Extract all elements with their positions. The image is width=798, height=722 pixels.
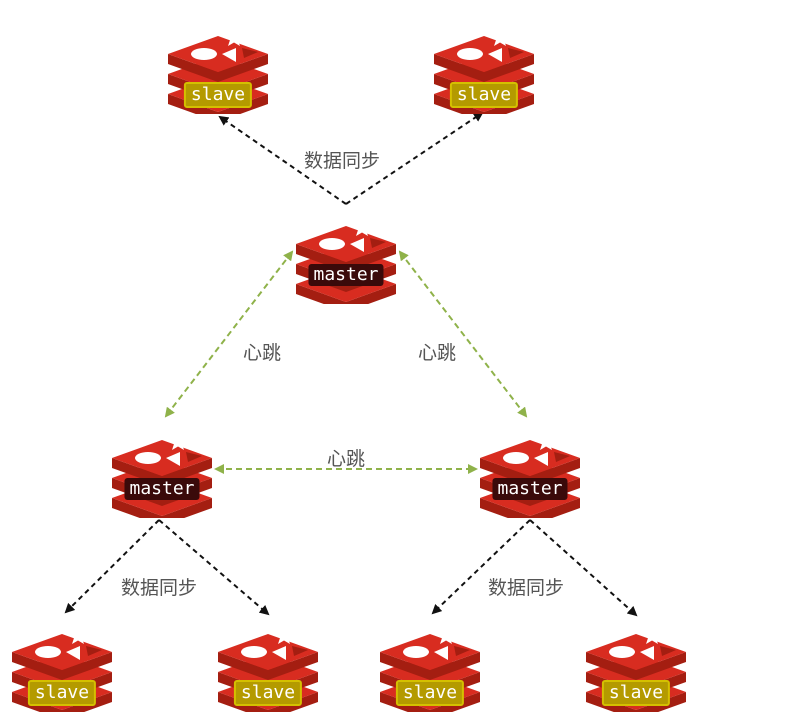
sync-label-bottom-right: 数据同步 (488, 577, 565, 599)
sync-edge-left-1 (64, 519, 160, 614)
heartbeat-label-right: 心跳 (418, 342, 457, 364)
redis-icon (480, 434, 580, 518)
slave-node-top-left[interactable]: slave (164, 18, 272, 114)
node-label: slave (601, 680, 671, 706)
sync-label-bottom-left: 数据同步 (121, 577, 198, 599)
master-node-top[interactable]: master (292, 208, 400, 304)
slave-node-top-right[interactable]: slave (430, 18, 538, 114)
slave-node-bottom-2[interactable]: slave (214, 616, 322, 712)
slave-node-bottom-1[interactable]: slave (8, 616, 116, 712)
node-label: master (308, 264, 384, 286)
node-label: slave (27, 680, 97, 706)
node-label: slave (395, 680, 465, 706)
node-label: slave (183, 82, 253, 108)
node-label: master (124, 478, 200, 500)
slave-node-bottom-4[interactable]: slave (582, 616, 690, 712)
node-label: master (492, 478, 568, 500)
redis-icon (296, 220, 396, 304)
heartbeat-label-left: 心跳 (243, 342, 282, 364)
node-label: slave (233, 680, 303, 706)
heartbeat-edge-top-left (164, 250, 294, 418)
slave-node-bottom-3[interactable]: slave (376, 616, 484, 712)
sync-edge-right-2 (529, 519, 638, 617)
sync-edge-right-1 (431, 519, 531, 615)
sync-edge-left-2 (158, 519, 270, 616)
master-node-right[interactable]: master (476, 422, 584, 518)
master-node-left[interactable]: master (108, 422, 216, 518)
sync-edge-top-left (218, 115, 347, 205)
redis-icon (112, 434, 212, 518)
node-label: slave (449, 82, 519, 108)
heartbeat-label-middle: 心跳 (327, 448, 366, 470)
sync-edge-top-right (345, 111, 484, 205)
sync-label-top: 数据同步 (304, 150, 381, 172)
heartbeat-edge-top-right (398, 250, 528, 418)
